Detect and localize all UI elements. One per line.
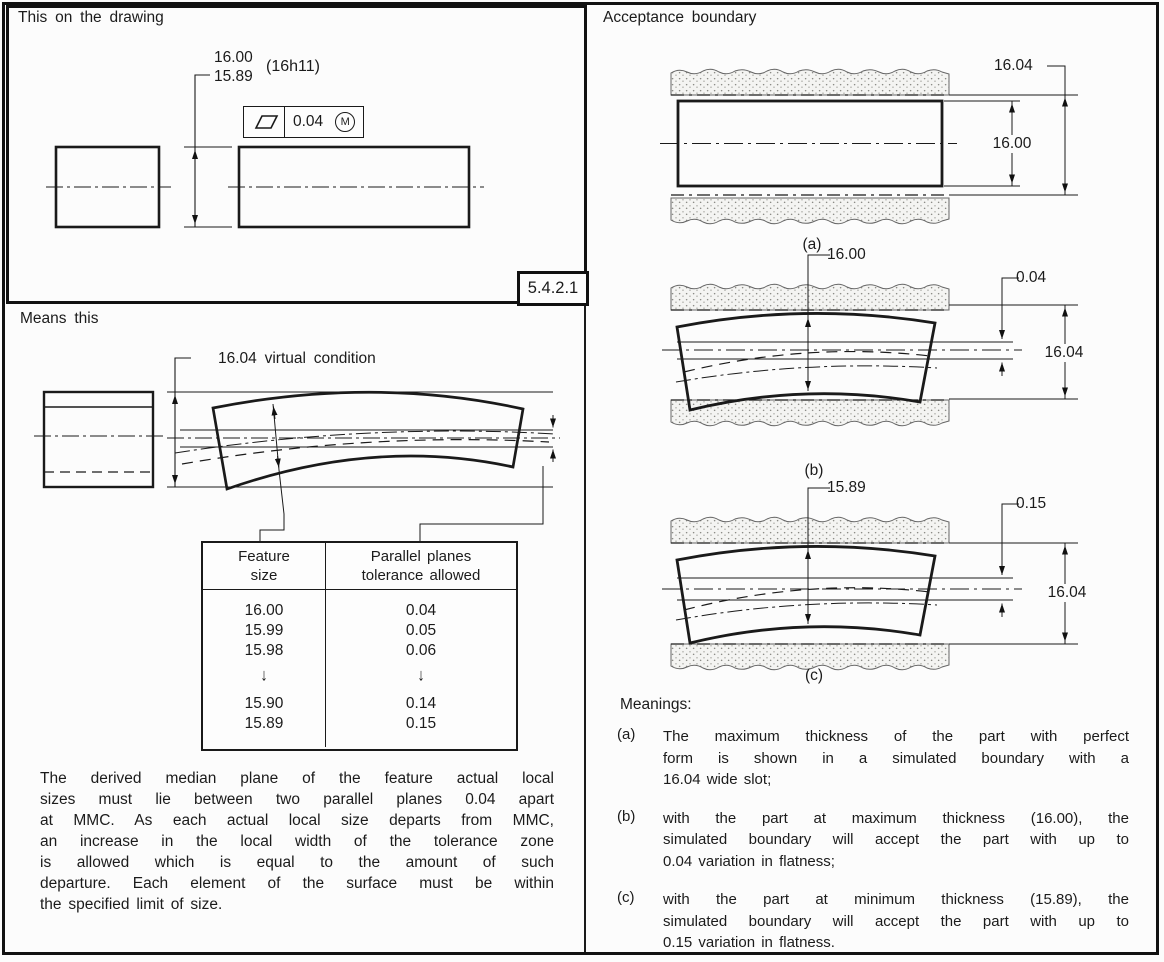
extension-lines bbox=[184, 146, 232, 228]
tolerance-column: 0.04 0.05 0.06 ↓ 0.14 0.15 bbox=[325, 590, 516, 747]
fig-a-label: (a) bbox=[802, 236, 822, 253]
warped-part-outline bbox=[211, 390, 525, 491]
section-number-box: 5.4.2.1 bbox=[517, 271, 589, 306]
feature-size-column: 16.00 15.99 15.98 ↓ 15.90 15.89 bbox=[203, 590, 325, 747]
fcf-tolerance-value: 0.04 bbox=[293, 113, 324, 130]
meaning-item-c: (c) with the part at minimum thickness (… bbox=[617, 889, 1129, 951]
fig-a-inner-dim: 16.00 bbox=[986, 135, 1038, 153]
feature-size-table: Feature size Parallel planes tolerance a… bbox=[201, 541, 518, 751]
warped-part-outline bbox=[675, 545, 937, 645]
virtual-condition-label: 16.04 virtual condition bbox=[218, 350, 376, 367]
simulated-boundary-bottom-bar bbox=[670, 643, 950, 671]
fig-b-outer-dim: 16.04 bbox=[1038, 344, 1090, 362]
median-plane-dashed bbox=[181, 439, 550, 465]
drawing-view-svg bbox=[46, 74, 484, 229]
panel-means-title: Means this bbox=[20, 310, 99, 327]
down-arrow-icon: ↓ bbox=[417, 665, 425, 685]
dimension-line bbox=[194, 74, 210, 227]
fig-c-flatness-dim: 0.15 bbox=[1016, 495, 1047, 512]
fig-b-top-dim: 16.00 bbox=[827, 246, 866, 263]
table-header-row: Feature size Parallel planes tolerance a… bbox=[203, 543, 516, 590]
table-cell: 15.89 bbox=[244, 715, 284, 732]
means-end-view-rect bbox=[42, 390, 155, 489]
circled-M-mmc-icon: M bbox=[335, 112, 356, 132]
panel-drawing-border bbox=[6, 5, 587, 304]
table-cell: 16.00 bbox=[244, 602, 284, 619]
table-body: 16.00 15.99 15.98 ↓ 15.90 15.89 0.04 0.0… bbox=[203, 590, 516, 747]
flatness-parallelogram-icon bbox=[244, 107, 285, 137]
means-explanation-paragraph: The derived median plane of the feature … bbox=[40, 770, 554, 913]
fig-c-top-dim: 15.89 bbox=[827, 479, 866, 496]
fig-b-label: (b) bbox=[804, 462, 824, 479]
simulated-boundary-bottom-bar bbox=[670, 197, 950, 225]
table-cell: 0.05 bbox=[405, 622, 437, 639]
meanings-heading: Meanings: bbox=[620, 696, 692, 713]
meaning-item-b: (b) with the part at maximum thickness (… bbox=[617, 807, 1129, 870]
table-cell: 15.90 bbox=[244, 695, 284, 712]
feature-control-frame: 0.04 M bbox=[243, 106, 365, 138]
table-cell: 15.98 bbox=[244, 642, 284, 659]
leader-to-tolerance-column bbox=[419, 466, 544, 541]
figure-a-group bbox=[660, 65, 1078, 225]
fig-b-flatness-dim: 0.04 bbox=[1016, 269, 1047, 286]
warped-part-outline bbox=[675, 312, 937, 412]
figure-b-group bbox=[662, 254, 1078, 427]
meaning-item-a: (a) The maximum thickness of the part wi… bbox=[617, 726, 1129, 788]
down-arrow-icon: ↓ bbox=[260, 665, 268, 685]
simulated-boundary-top-bar bbox=[670, 283, 950, 311]
fig-c-outer-dim: 16.04 bbox=[1041, 584, 1093, 602]
size-dim-lower: 15.89 bbox=[214, 68, 253, 85]
size-dim-upper: 16.00 bbox=[214, 49, 253, 66]
acceptance-figures-svg bbox=[660, 65, 1078, 671]
table-cell: 0.14 bbox=[405, 695, 437, 712]
means-view-svg bbox=[34, 357, 560, 541]
simulated-boundary-top-bar bbox=[670, 68, 950, 96]
col-header-feature-size: Feature size bbox=[238, 548, 290, 584]
leader-to-feature-column bbox=[259, 469, 285, 541]
fcf-tolerance-cell: 0.04 M bbox=[285, 107, 363, 137]
table-cell: 0.06 bbox=[405, 642, 437, 659]
table-cell: 15.99 bbox=[244, 622, 284, 639]
tolerance-zone-lines bbox=[180, 429, 553, 448]
table-cell: 0.15 bbox=[405, 715, 437, 732]
fig-a-outer-dim: 16.04 bbox=[994, 57, 1033, 74]
column-divider bbox=[584, 5, 586, 952]
meanings-list: (a) The maximum thickness of the part wi… bbox=[617, 726, 1129, 962]
table-cell: 0.04 bbox=[405, 602, 437, 619]
simulated-boundary-top-bar bbox=[670, 516, 950, 544]
vc-dimension-line bbox=[174, 357, 191, 487]
size-dim-note: (16h11) bbox=[266, 58, 320, 75]
panel-drawing-title: This on the drawing bbox=[18, 9, 164, 26]
figure-c-group bbox=[662, 487, 1078, 671]
fig-c-label: (c) bbox=[804, 667, 824, 684]
panel-acceptance-title: Acceptance boundary bbox=[603, 9, 757, 26]
col-header-tolerance: Parallel planes tolerance allowed bbox=[325, 543, 516, 589]
section-number: 5.4.2.1 bbox=[527, 279, 579, 297]
